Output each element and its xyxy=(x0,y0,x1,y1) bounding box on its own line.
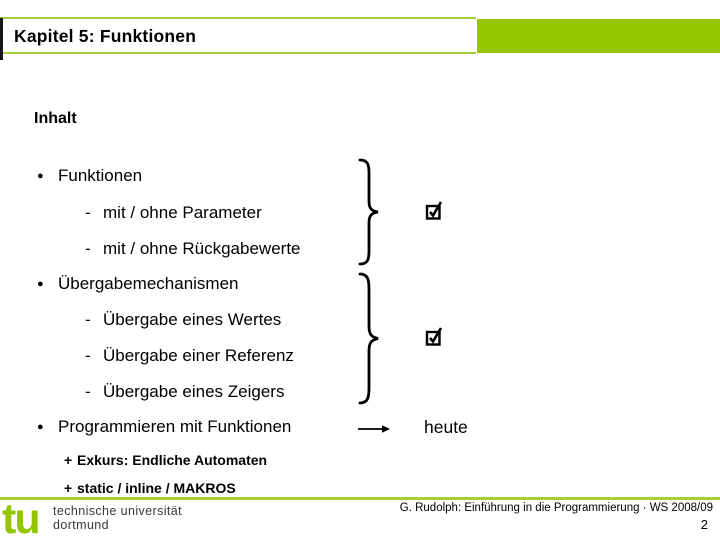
right-arrow-icon xyxy=(358,425,390,433)
dash-icon: - xyxy=(85,203,91,222)
content-heading: Inhalt xyxy=(34,110,77,127)
curly-brace-icon xyxy=(358,272,379,405)
bullet-icon: ● xyxy=(37,278,44,290)
list-item-label: Programmieren mit Funktionen xyxy=(58,417,292,436)
list-item: ● Funktionen xyxy=(34,165,142,187)
list-item: - Übergabe einer Referenz xyxy=(85,345,294,367)
dash-icon: - xyxy=(85,346,91,365)
list-item-label: Übergabe einer Referenz xyxy=(103,346,294,365)
status-label: heute xyxy=(424,417,468,437)
title-left-edge xyxy=(0,18,3,60)
footer-credit: G. Rudolph: Einführung in die Programmie… xyxy=(399,502,713,514)
tu-dortmund-logo: tu xyxy=(2,495,41,540)
list-item: ● Übergabemechanismen xyxy=(34,273,239,295)
checked-checkbox-icon xyxy=(425,327,443,346)
university-name: technische universität dortmund xyxy=(53,504,182,532)
dash-icon: - xyxy=(85,239,91,258)
university-name-line1: technische universität xyxy=(53,504,183,518)
dash-icon: - xyxy=(85,382,91,401)
bullet-icon: ● xyxy=(37,421,44,433)
list-item-label: Exkurs: Endliche Automaten xyxy=(77,452,268,468)
list-item-label: Übergabemechanismen xyxy=(58,274,239,293)
list-item-label: static / inline / MAKROS xyxy=(77,480,236,496)
list-item: - mit / ohne Rückgabewerte xyxy=(85,238,301,260)
footer-divider xyxy=(0,497,720,500)
list-item: - Übergabe eines Wertes xyxy=(85,309,281,331)
list-item-label: mit / ohne Rückgabewerte xyxy=(103,239,301,258)
list-item: - Übergabe eines Zeigers xyxy=(85,381,284,403)
plus-icon: + xyxy=(64,452,73,468)
plus-icon: + xyxy=(64,480,73,496)
page-number: 2 xyxy=(700,517,708,532)
list-item: + Exkurs: Endliche Automaten xyxy=(64,451,267,469)
dash-icon: - xyxy=(85,310,91,329)
university-name-line2: dortmund xyxy=(53,518,110,532)
checked-checkbox-icon xyxy=(425,201,443,220)
list-item: - mit / ohne Parameter xyxy=(85,202,262,224)
list-item: + static / inline / MAKROS xyxy=(64,479,236,497)
bullet-icon: ● xyxy=(37,170,44,182)
list-item-label: Übergabe eines Zeigers xyxy=(103,382,285,401)
header-accent-block xyxy=(477,19,720,53)
slide-title: Kapitel 5: Funktionen xyxy=(14,26,197,46)
list-item-label: Übergabe eines Wertes xyxy=(103,310,282,329)
curly-brace-icon xyxy=(358,158,379,266)
list-item-label: mit / ohne Parameter xyxy=(103,203,262,222)
title-bar xyxy=(0,17,476,54)
list-item: ● Programmieren mit Funktionen xyxy=(34,416,291,438)
list-item-label: Funktionen xyxy=(58,166,143,185)
